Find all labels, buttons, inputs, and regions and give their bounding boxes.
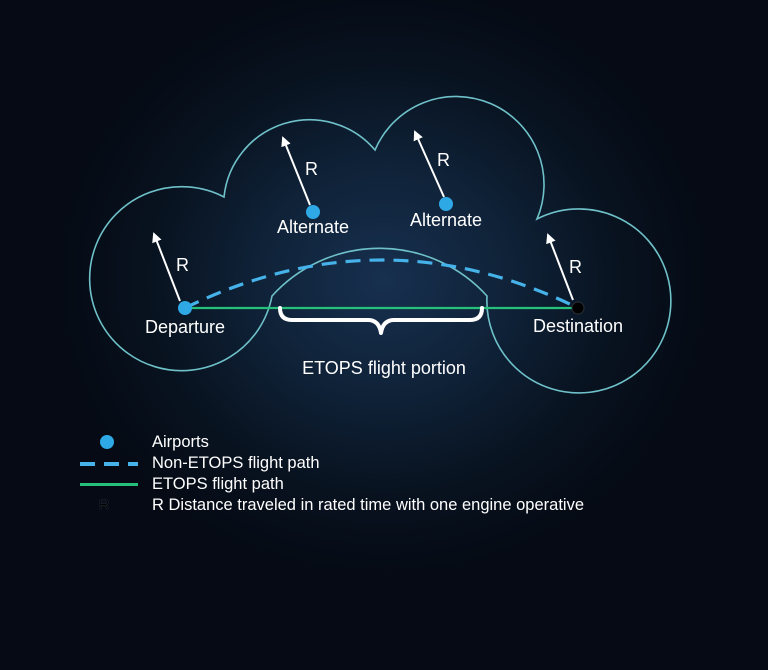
airport-alternate-1-label: Alternate xyxy=(277,217,349,237)
radius-label-departure: R xyxy=(176,255,189,275)
legend-label: Non-ETOPS flight path xyxy=(152,454,320,472)
airport-alternate-2-dot xyxy=(439,197,453,211)
etops-portion-label: ETOPS flight portion xyxy=(302,358,466,378)
airport-alternate-1-dot xyxy=(306,205,320,219)
legend-label: Airports xyxy=(152,433,209,451)
radius-label-destination: R xyxy=(569,257,582,277)
legend-label: ETOPS flight path xyxy=(152,475,284,493)
airport-departure-dot xyxy=(178,301,192,315)
range-boundary xyxy=(88,95,672,394)
radius-arrow-destination xyxy=(546,233,574,301)
legend-item-non-etops-path: Non-ETOPS flight path xyxy=(80,453,720,474)
radius-label-alternate-1: R xyxy=(305,159,318,179)
airport-destination-label: Destination xyxy=(533,316,623,336)
legend-r-symbol: R xyxy=(99,496,110,512)
legend-label: R Distance traveled in rated time with o… xyxy=(152,496,584,514)
airport-destination-dot xyxy=(571,301,585,315)
radius-arrow-alternate-1 xyxy=(281,136,311,206)
legend-item-radius: R R Distance traveled in rated time with… xyxy=(80,495,720,516)
etops-portion-brace xyxy=(278,306,484,335)
legend-airport-dot-icon xyxy=(80,432,138,453)
non-etops-flight-path xyxy=(184,258,579,310)
legend: Airports Non-ETOPS flight path ETOPS fli… xyxy=(80,432,720,516)
radius-label-alternate-2: R xyxy=(437,150,450,170)
legend-solid-line-icon xyxy=(80,474,138,495)
radius-arrow-alternate-2 xyxy=(413,130,445,198)
airport-departure-label: Departure xyxy=(145,317,225,337)
radius-arrow-departure xyxy=(152,232,181,302)
legend-item-etops-path: ETOPS flight path xyxy=(80,474,720,495)
airport-alternate-2-label: Alternate xyxy=(410,210,482,230)
legend-item-airports: Airports xyxy=(80,432,720,453)
legend-dashed-line-icon xyxy=(80,453,138,474)
